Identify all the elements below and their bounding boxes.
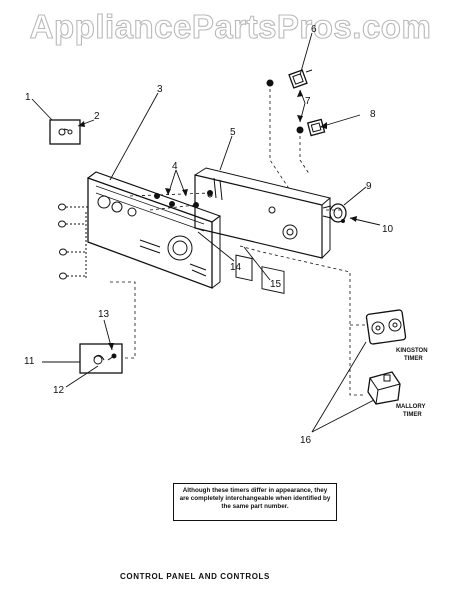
interchangeability-note: Although these timers differ in appearan…: [173, 483, 337, 521]
dashed-connectors: [110, 83, 368, 396]
part-3-control-panel: [87, 171, 222, 289]
callout-2: 2: [94, 111, 100, 122]
site-watermark: AppliancePartsPros.com: [29, 7, 432, 45]
kingston-label-sub: TIMER: [404, 356, 423, 362]
callout-4: 4: [172, 161, 178, 172]
callout-14: 14: [230, 262, 242, 273]
callout-8: 8: [370, 109, 376, 120]
part-11-box: [79, 343, 123, 374]
callout-3: 3: [157, 84, 163, 95]
part-4-screws: [154, 190, 213, 208]
part-9-knob: [322, 203, 347, 223]
callout-leaders: [31, 32, 381, 433]
callout-6: 6: [311, 24, 317, 35]
part-8-switch: [296, 118, 326, 137]
figure-caption: CONTROL PANEL AND CONTROLS: [120, 572, 270, 581]
kingston-label: KINGSTON: [396, 348, 428, 354]
arrowheads: [78, 90, 357, 350]
mallory-label-sub: TIMER: [403, 412, 422, 418]
callout-15: 15: [270, 279, 282, 290]
mallory-label: MALLORY: [396, 404, 425, 410]
callout-5: 5: [230, 127, 236, 138]
timer-labels: KINGSTON TIMER MALLORY TIMER: [396, 348, 428, 418]
left-knobs: [58, 203, 88, 280]
callout-13: 13: [98, 309, 110, 320]
callout-7: 7: [305, 96, 311, 107]
kingston-timer: [365, 309, 407, 345]
callout-9: 9: [366, 181, 372, 192]
part-1-knob-box: [49, 119, 81, 145]
callout-16: 16: [300, 435, 312, 446]
callout-1: 1: [25, 92, 31, 103]
callout-11: 11: [24, 356, 35, 367]
callout-10: 10: [382, 224, 394, 235]
part-6-switch: [266, 69, 313, 89]
callout-12: 12: [53, 385, 65, 396]
callout-numbers: 1 2 3 4 5 6 7 8 9 10 11 12 13 14 15 16: [24, 24, 394, 446]
mallory-timer: [367, 371, 401, 405]
part-5-console-back: [194, 167, 332, 294]
